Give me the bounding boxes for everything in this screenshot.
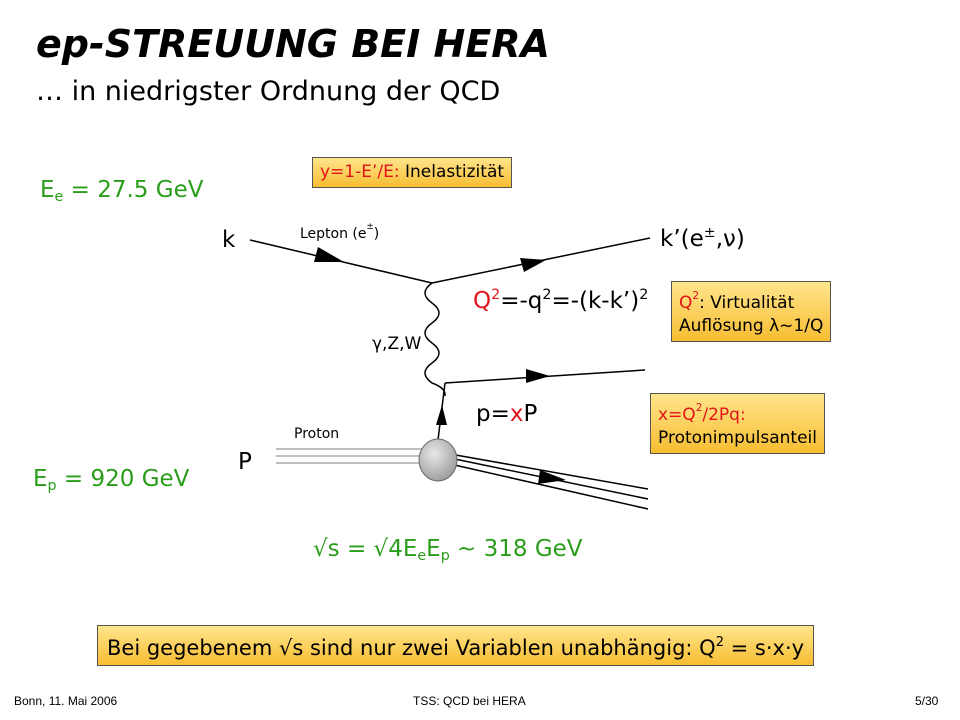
proton-energy: Ep = 920 GeV — [33, 466, 190, 494]
note-inelasticity: y=1-E’/E: Inelastizität — [312, 157, 513, 188]
label-parton-momentum: p=xP — [476, 401, 538, 427]
incoming-lepton-arrow — [314, 247, 344, 262]
proton-blob — [418, 438, 458, 482]
center-of-mass-energy: √s = √4EeEp ~ 318 GeV — [313, 536, 583, 564]
footer-title: TSS: QCD bei HERA — [413, 694, 526, 708]
electron-energy: Ee = 27.5 GeV — [40, 177, 204, 205]
label-proton: Proton — [294, 426, 340, 442]
label-q2-definition: Q2=-q2=-(k-k’)2 — [473, 287, 649, 314]
remnant-line — [449, 463, 649, 510]
label-k: k — [222, 227, 236, 253]
boson-wavy-line — [424, 282, 446, 397]
remnant-arrow — [538, 470, 566, 484]
label-kprime: k’(e±,ν) — [660, 225, 745, 252]
note-bjorken-x: x=Q2/2Pq: Protonimpulsanteil — [650, 393, 826, 454]
label-lepton: Lepton (e±) — [300, 222, 380, 242]
page-subtitle: … in niedrigster Ordnung der QCD — [36, 76, 501, 107]
note-virtuality: Q2: Virtualität Auflösung λ~1/Q — [671, 281, 832, 342]
struck-quark-arrow — [526, 369, 550, 383]
variables-statement: Bei gegebenem √s sind nur zwei Variablen… — [97, 625, 815, 666]
remnant-line — [449, 453, 649, 490]
outgoing-lepton-arrow — [520, 258, 546, 272]
incoming-quark-arrow — [436, 405, 447, 425]
page-number: 5/30 — [915, 694, 939, 708]
label-boson: γ,Z,W — [372, 334, 422, 354]
label-P: P — [238, 449, 252, 475]
footer-date: Bonn, 11. Mai 2006 — [14, 694, 118, 708]
page-title: ep-STREUUNG BEI HERA — [36, 22, 550, 66]
